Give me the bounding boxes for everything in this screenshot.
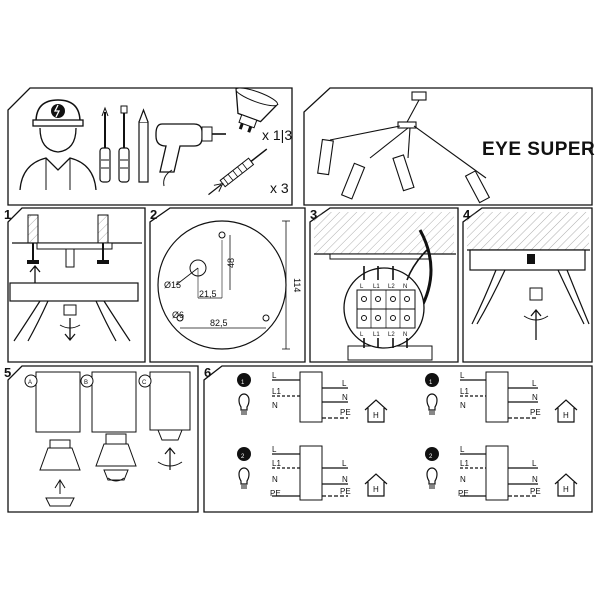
variant-b: B [80, 371, 137, 482]
pencil-icon [138, 108, 149, 183]
step-number: 3 [310, 207, 317, 222]
terminal-label: L2 [388, 284, 395, 290]
wiring-diagram: 1 L L1 N L N PE H [237, 371, 388, 423]
product-name: EYE SUPER [482, 139, 595, 160]
ceiling-lamp-illustration [317, 91, 491, 204]
wire-label: N [532, 475, 538, 484]
wall-anchor-icon [208, 148, 268, 196]
step-2-panel: 2 Ø15 Ø6 48 21,5 82,5 114 [149, 207, 306, 363]
screw-icon [97, 214, 109, 264]
house-icon: H [554, 473, 578, 497]
dim-hole-large: Ø15 [164, 280, 181, 290]
step-number: 5 [4, 365, 11, 380]
wiring-diagram: 1 L L1 N L N PE H [425, 371, 578, 423]
wire-label: N [342, 475, 348, 484]
down-arrow-icon [64, 318, 76, 342]
wire-label: PE [340, 487, 351, 496]
step-marker: 2 [241, 454, 245, 460]
step-1-panel: 1 [4, 207, 146, 363]
wire-label: L1 [460, 459, 469, 468]
terminal-block: L L1 L2 N L L1 L2 N [356, 249, 428, 348]
wire-label: N [272, 401, 278, 410]
step-number: 2 [150, 207, 157, 222]
gu10-bulb-icon [235, 87, 279, 133]
step-marker: 1 [429, 380, 433, 386]
dim-hole-small: Ø6 [172, 310, 184, 320]
variant-letter: B [84, 380, 88, 386]
wire-label: L1 [272, 459, 281, 468]
house-icon: H [554, 399, 578, 423]
wire-label: N [532, 393, 538, 402]
wire-label: PE [340, 408, 351, 417]
wire-label: PE [458, 489, 469, 498]
svg-text:H: H [563, 411, 569, 420]
wire-label: L [342, 379, 347, 388]
rotate-arrow-icon [523, 315, 549, 321]
wire-label: PE [270, 489, 281, 498]
terminal-label: L [360, 284, 364, 290]
house-icon: H [364, 473, 388, 497]
wire-label: N [342, 393, 348, 402]
dim-offset: 21,5 [199, 289, 217, 299]
anchor-quantity: x 3 [270, 180, 289, 196]
wire-label: L [272, 445, 277, 454]
variant-a: A [24, 371, 81, 507]
svg-text:H: H [373, 485, 379, 494]
screw-icon [27, 214, 39, 264]
step-6-panel: 6 1 L L1 N L N PE H 1 [203, 365, 593, 513]
wire-label: PE [530, 408, 541, 417]
product-panel: EYE SUPER [303, 87, 595, 206]
wire-label: N [460, 475, 466, 484]
terminal-label: L1 [373, 284, 380, 290]
wire-label: N [460, 401, 466, 410]
wire-label: L [272, 371, 277, 380]
terminal-label: L2 [388, 332, 395, 338]
dim-height: 48 [226, 258, 236, 268]
electrician-icon [19, 99, 97, 191]
variant-letter: C [142, 380, 147, 386]
wire-label: L [532, 379, 537, 388]
screwdriver-icon [118, 105, 130, 183]
terminal-label: L1 [373, 332, 380, 338]
drill-icon [155, 123, 226, 187]
bulb-quantity: x 1|3 [262, 127, 292, 143]
wire-label: PE [530, 487, 541, 496]
up-arrow-icon [530, 308, 542, 340]
wire-label: L1 [272, 387, 281, 396]
step-3-panel: 3 L L1 L2 N L L1 L2 N [309, 207, 459, 363]
dim-diameter: 114 [292, 278, 302, 292]
house-icon: H [364, 399, 388, 423]
wiring-diagram: 2 L L1 N PE L N PE H [425, 445, 578, 501]
screwdriver-icon [99, 106, 111, 183]
wire-label: L [532, 459, 537, 468]
wiring-diagram: 2 L L1 N PE L N PE H [237, 445, 388, 501]
step-number: 1 [4, 207, 11, 222]
variant-letter: A [28, 380, 32, 386]
step-number: 6 [204, 365, 211, 380]
up-arrow-icon [29, 264, 41, 283]
terminal-label: N [403, 284, 407, 290]
dim-width: 82,5 [210, 318, 228, 328]
step-marker: 2 [429, 454, 433, 460]
wire-label: L1 [460, 387, 469, 396]
variant-c: C [138, 371, 191, 470]
step-marker: 1 [241, 380, 245, 386]
step-4-panel: 4 [462, 207, 593, 363]
tools-panel: x 1|3 x 3 [7, 87, 293, 206]
terminal-label: L [360, 332, 364, 338]
svg-text:H: H [373, 411, 379, 420]
wire-label: N [272, 475, 278, 484]
wire-label: L [460, 445, 465, 454]
wire-label: L [342, 459, 347, 468]
terminal-label: N [403, 332, 407, 338]
step-5-panel: 5 A B C [4, 365, 199, 513]
wire-label: L [460, 371, 465, 380]
svg-text:H: H [563, 485, 569, 494]
